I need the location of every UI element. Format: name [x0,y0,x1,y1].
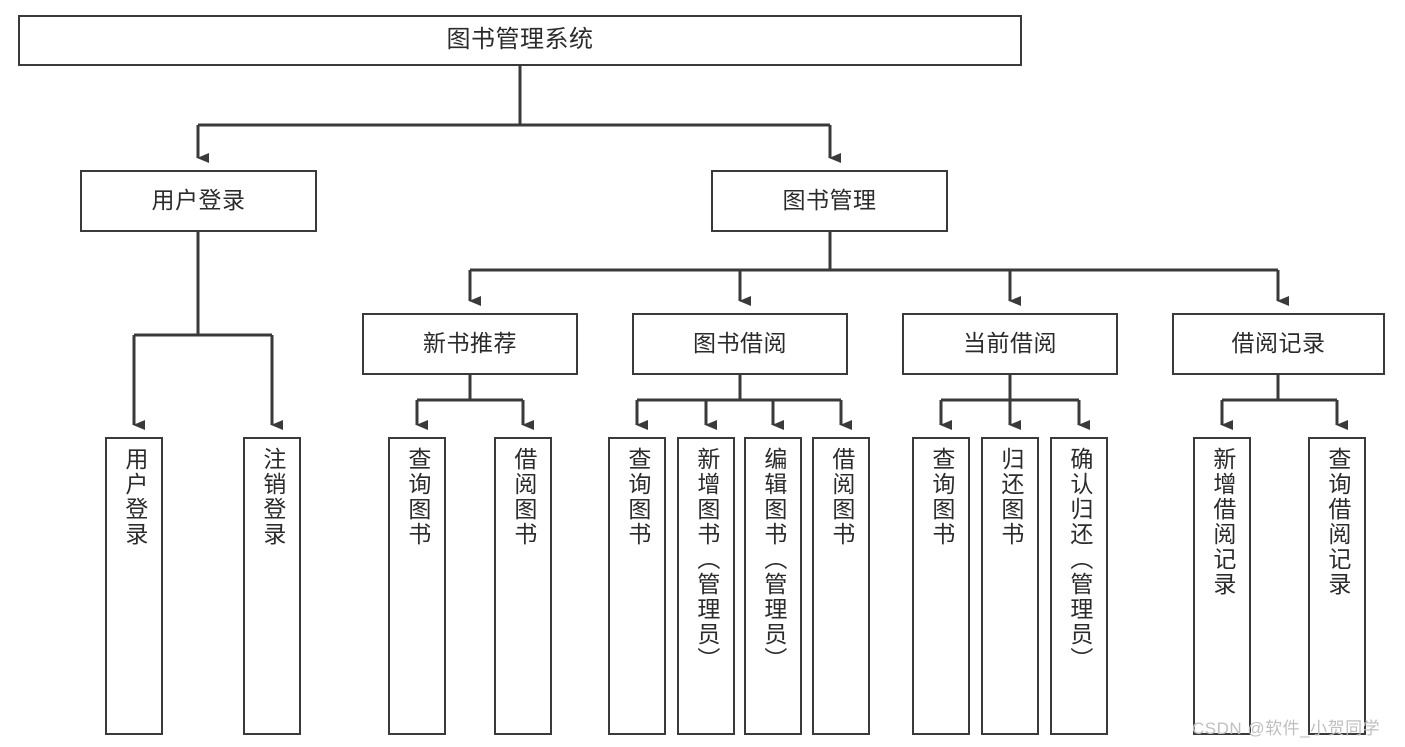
node-book-borrow[interactable]: 图书借阅 [632,313,848,375]
node-leaf-user-login-signin[interactable]: 用户登录 [105,437,163,735]
node-book-management[interactable]: 图书管理 [711,170,948,232]
node-leaf-recommend-query-book-label: 查询图书 [404,447,431,547]
node-leaf-recommend-borrow-book[interactable]: 借阅图书 [494,437,552,735]
node-leaf-user-login-signout-label: 注销登录 [259,447,286,547]
node-leaf-borrow-add-book[interactable]: 新增图书（管理员） [677,437,735,735]
node-book-borrow-label: 图书借阅 [693,330,787,357]
node-leaf-user-login-signin-label: 用户登录 [121,447,148,547]
node-leaf-current-return-book-label: 归还图书 [997,447,1024,547]
node-leaf-record-query[interactable]: 查询借阅记录 [1308,437,1366,735]
node-leaf-current-query-book[interactable]: 查询图书 [912,437,970,735]
node-leaf-user-login-signout[interactable]: 注销登录 [243,437,301,735]
node-leaf-record-query-label: 查询借阅记录 [1324,447,1351,597]
node-leaf-recommend-query-book[interactable]: 查询图书 [388,437,446,735]
node-borrow-record[interactable]: 借阅记录 [1172,313,1385,375]
node-user-login-label: 用户登录 [151,187,246,214]
node-leaf-borrow-edit-book[interactable]: 编辑图书（管理员） [744,437,802,735]
node-leaf-record-add[interactable]: 新增借阅记录 [1193,437,1251,735]
node-new-book-recommend-label: 新书推荐 [423,330,517,357]
node-leaf-borrow-query-book-label: 查询图书 [624,447,651,547]
node-leaf-current-confirm-return-label: 确认归还（管理员） [1066,447,1093,672]
node-current-borrow-label: 当前借阅 [963,330,1057,357]
node-leaf-borrow-borrow-book[interactable]: 借阅图书 [812,437,870,735]
node-leaf-current-return-book[interactable]: 归还图书 [981,437,1039,735]
node-new-book-recommend[interactable]: 新书推荐 [362,313,578,375]
csdn-watermark: CSDN @软件_小贺同学 [1192,719,1381,738]
node-user-login[interactable]: 用户登录 [80,170,317,232]
node-root-system[interactable]: 图书管理系统 [18,15,1022,66]
node-leaf-borrow-add-book-label: 新增图书（管理员） [693,447,720,672]
node-leaf-recommend-borrow-book-label: 借阅图书 [510,447,537,547]
node-leaf-record-add-label: 新增借阅记录 [1209,447,1236,597]
node-borrow-record-label: 借阅记录 [1231,330,1326,357]
node-leaf-borrow-borrow-book-label: 借阅图书 [828,447,855,547]
node-root-system-label: 图书管理系统 [446,26,594,54]
node-leaf-borrow-query-book[interactable]: 查询图书 [608,437,666,735]
node-leaf-current-confirm-return[interactable]: 确认归还（管理员） [1050,437,1108,735]
node-leaf-borrow-edit-book-label: 编辑图书（管理员） [760,447,787,672]
node-current-borrow[interactable]: 当前借阅 [902,313,1118,375]
node-leaf-current-query-book-label: 查询图书 [928,447,955,547]
node-book-management-label: 图书管理 [782,187,877,214]
